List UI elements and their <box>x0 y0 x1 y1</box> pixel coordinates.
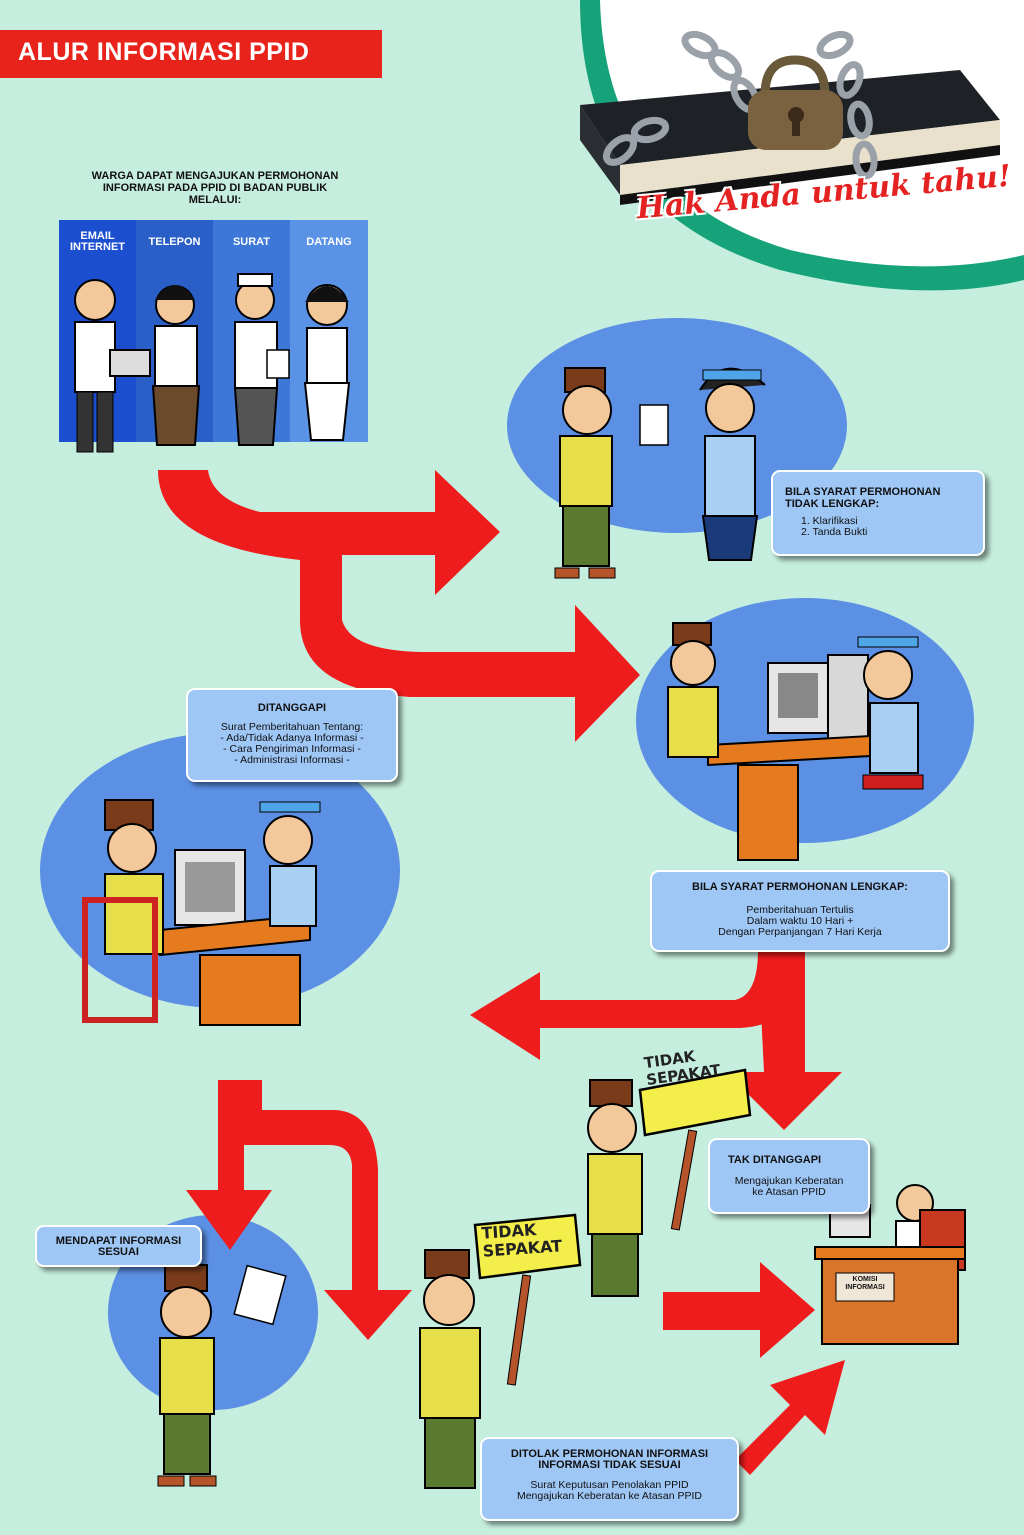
box-not-responded-body: Mengajukan Keberatan ke Atasan PPID <box>734 1175 844 1198</box>
channel-label-telepon: TELEPON <box>148 236 201 248</box>
box-rejected-body: Surat Keputusan Penolakan PPID Mengajuka… <box>516 1479 703 1502</box>
protester-upper-illustration <box>587 1068 752 1297</box>
citizen-email-figure <box>74 279 151 453</box>
box-incomplete-heading: BILA SYARAT PERMOHONAN TIDAK LENGKAP: <box>785 486 941 510</box>
box-complete: BILA SYARAT PERMOHONAN LENGKAP: Pemberit… <box>650 870 950 952</box>
handshake-illustration <box>554 367 766 579</box>
arrow-to-got-info <box>186 1080 272 1250</box>
chain-icon <box>602 30 878 180</box>
box-got-info-heading: MENDAPAT INFORMASI SESUAI <box>55 1235 182 1258</box>
officer-figure <box>259 801 321 927</box>
officer-figure <box>699 367 766 561</box>
page-title: ALUR INFORMASI PPID <box>18 38 310 66</box>
locked-book-illustration <box>580 0 1024 291</box>
box-responded: DITANGGAPI Surat Pemberitahuan Tentang: … <box>186 688 398 782</box>
arrow-to-objection <box>726 950 842 1130</box>
citizen-surat-figure <box>233 273 290 446</box>
arrow-to-response <box>470 950 801 1060</box>
channel-label-datang: DATANG <box>306 236 352 248</box>
intro-line: WARGA DAPAT MENGAJUKAN PERMOHONAN <box>91 170 339 182</box>
box-not-responded-heading: TAK DITANGGAPI <box>728 1154 822 1166</box>
box-rejected-heading: DITOLAK PERMOHONAN INFORMASI INFORMASI T… <box>510 1448 709 1471</box>
padlock-icon <box>748 55 843 150</box>
sign-board <box>473 1213 582 1280</box>
document-icon <box>639 404 669 446</box>
arrow-to-rejected <box>222 1080 412 1340</box>
office-desk-illustration <box>667 622 924 861</box>
box-not-responded: TAK DITANGGAPI Mengajukan Keberatan ke A… <box>708 1138 870 1214</box>
komisi-informasi-illustration <box>814 1184 966 1345</box>
box-incomplete-items: 1. Klarifikasi 2. Tanda Bukti <box>801 515 868 538</box>
channel-label-surat: SURAT <box>232 236 271 248</box>
computer-tower-icon <box>827 654 869 746</box>
laptop-icon <box>109 349 151 377</box>
happy-citizen-illustration <box>157 1264 287 1487</box>
box-rejected: DITOLAK PERMOHONAN INFORMASI INFORMASI T… <box>480 1437 739 1521</box>
box-complete-heading: BILA SYARAT PERMOHONAN LENGKAP: <box>692 881 908 893</box>
intro-line: INFORMASI PADA PPID DI BADAN PUBLIK <box>102 182 328 194</box>
protester-lower-illustration <box>419 1213 582 1489</box>
box-responded-body: Surat Pemberitahuan Tentang: - Ada/Tidak… <box>220 721 364 766</box>
arrow-rejected-to-komisi <box>735 1360 845 1475</box>
citizen-figure <box>554 367 669 579</box>
intro-text: WARGA DAPAT MENGAJUKAN PERMOHONAN INFORM… <box>60 170 370 206</box>
title-banner <box>0 30 382 78</box>
citizens-illustration <box>74 273 351 453</box>
officer-figure <box>857 636 924 790</box>
arrow-to-komisi <box>663 1262 815 1358</box>
response-desk-illustration <box>82 799 321 1026</box>
box-responded-heading: DITANGGAPI <box>257 702 327 714</box>
citizen-telepon-figure <box>151 285 201 446</box>
box-complete-body: Pemberitahuan Tertulis Dalam waktu 10 Ha… <box>718 904 882 938</box>
citizen-figure <box>82 799 164 1023</box>
citizen-datang-figure <box>303 284 351 441</box>
box-got-info: MENDAPAT INFORMASI SESUAI <box>35 1225 202 1267</box>
letter-icon <box>266 349 290 379</box>
chair-icon <box>82 897 158 1023</box>
intro-line: MELALUI: <box>188 194 242 206</box>
citizen-figure <box>667 622 719 758</box>
box-incomplete: BILA SYARAT PERMOHONAN TIDAK LENGKAP: 1.… <box>771 470 985 556</box>
arrow-to-clarification <box>158 470 500 595</box>
document-icon <box>233 1264 287 1326</box>
sign-board <box>638 1068 752 1137</box>
